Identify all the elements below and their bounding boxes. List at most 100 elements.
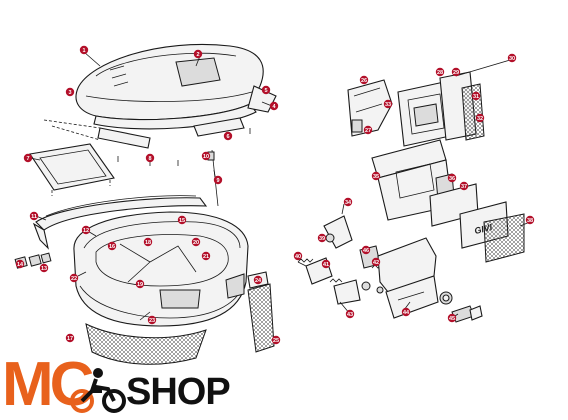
callout-32: 32 [475,113,485,123]
logo-suffix-text: SHOP [126,371,231,413]
callout-15: 15 [177,215,187,225]
svg-text:38: 38 [527,218,533,224]
callout-44: 44 [401,307,411,317]
callout-3: 3 [65,87,75,97]
mcshop-logo: MC SHOP [2,350,242,419]
svg-text:1: 1 [82,48,85,54]
svg-text:27: 27 [365,128,371,134]
svg-text:15: 15 [179,218,185,224]
svg-text:18: 18 [145,240,151,246]
inner-lid-panel [29,143,115,196]
callout-41: 41 [321,259,331,269]
callout-6: 6 [223,131,233,141]
svg-text:5: 5 [264,88,267,94]
callout-16: 16 [107,241,117,251]
callout-40: 40 [293,251,303,261]
callout-21: 21 [201,251,211,261]
svg-text:16: 16 [109,244,115,250]
svg-text:34: 34 [345,200,352,206]
callout-10: 10 [201,151,211,161]
svg-text:22: 22 [71,276,77,282]
callout-4: 4 [269,101,279,111]
svg-text:8: 8 [148,156,151,162]
callout-11: 11 [29,211,39,221]
svg-text:13: 13 [41,266,47,272]
svg-text:36: 36 [449,176,455,182]
lock-cylinder [439,291,483,323]
svg-text:29: 29 [453,70,459,76]
svg-text:40: 40 [295,254,301,260]
svg-text:28: 28 [437,70,443,76]
svg-text:46: 46 [363,248,369,254]
svg-text:12: 12 [83,228,89,234]
svg-text:19: 19 [137,282,143,288]
callout-35: 35 [371,171,381,181]
latch-housing [397,71,485,147]
svg-text:9: 9 [216,178,219,184]
callout-33: 33 [383,99,393,109]
svg-text:31: 31 [473,94,479,100]
svg-text:39: 39 [319,236,325,242]
svg-text:43: 43 [347,312,353,318]
svg-text:10: 10 [203,154,209,160]
luggage-rack-rail [32,195,208,250]
svg-text:23: 23 [149,318,155,324]
svg-text:7: 7 [26,156,29,162]
svg-text:30: 30 [509,56,515,62]
svg-text:20: 20 [193,240,199,246]
callout-7: 7 [23,153,33,163]
callout-20: 20 [191,237,201,247]
callout-9: 9 [213,175,223,185]
callout-37: 37 [459,181,469,191]
lock-pawl [305,245,384,305]
callout-42: 42 [371,257,381,267]
svg-text:6: 6 [226,134,229,140]
callout-14: 14 [15,259,25,269]
svg-text:45: 45 [449,316,455,322]
lock-bracket [323,203,353,249]
lock-cover [377,237,439,319]
svg-text:41: 41 [323,262,329,268]
base-mesh-pad [85,323,207,365]
callout-13: 13 [39,263,49,273]
callout-23: 23 [147,315,157,325]
svg-text:21: 21 [203,254,209,260]
svg-text:4: 4 [272,104,276,110]
motorcycle-rider-icon [70,368,126,413]
callout-2: 2 [193,49,203,59]
release-rod [455,56,515,77]
lid-reflector-strip [43,117,245,149]
callout-1: 1 [79,45,89,55]
callout-31: 31 [471,91,481,101]
callout-45: 45 [447,313,457,323]
svg-text:11: 11 [31,214,37,220]
callout-18: 18 [143,237,153,247]
svg-text:44: 44 [403,310,410,316]
callout-38: 38 [525,215,535,225]
callout-26: 26 [359,75,369,85]
callout-25: 25 [271,335,281,345]
svg-text:32: 32 [477,116,483,122]
callout-8: 8 [145,153,155,163]
callout-43: 43 [345,309,355,319]
svg-text:25: 25 [273,338,279,344]
callout-19: 19 [135,279,145,289]
right-mesh-reflector [483,213,525,263]
callout-29: 29 [451,67,461,77]
svg-text:35: 35 [373,174,379,180]
svg-text:2: 2 [196,52,199,58]
callout-39: 39 [317,233,327,243]
logo-prefix-text: MC [2,350,94,419]
svg-text:33: 33 [385,102,391,108]
svg-text:24: 24 [255,278,262,284]
case-base [73,211,249,327]
callout-17: 17 [65,333,75,343]
side-reflector-mesh [247,271,275,353]
case-lid [75,43,277,130]
svg-text:3: 3 [68,90,71,96]
callout-28: 28 [435,67,445,77]
callout-27: 27 [363,125,373,135]
svg-text:42: 42 [373,260,379,266]
callout-markers: 1 2 3 4 5 6 7 8 9 10 11 12 13 14 15 16 1… [15,45,535,345]
